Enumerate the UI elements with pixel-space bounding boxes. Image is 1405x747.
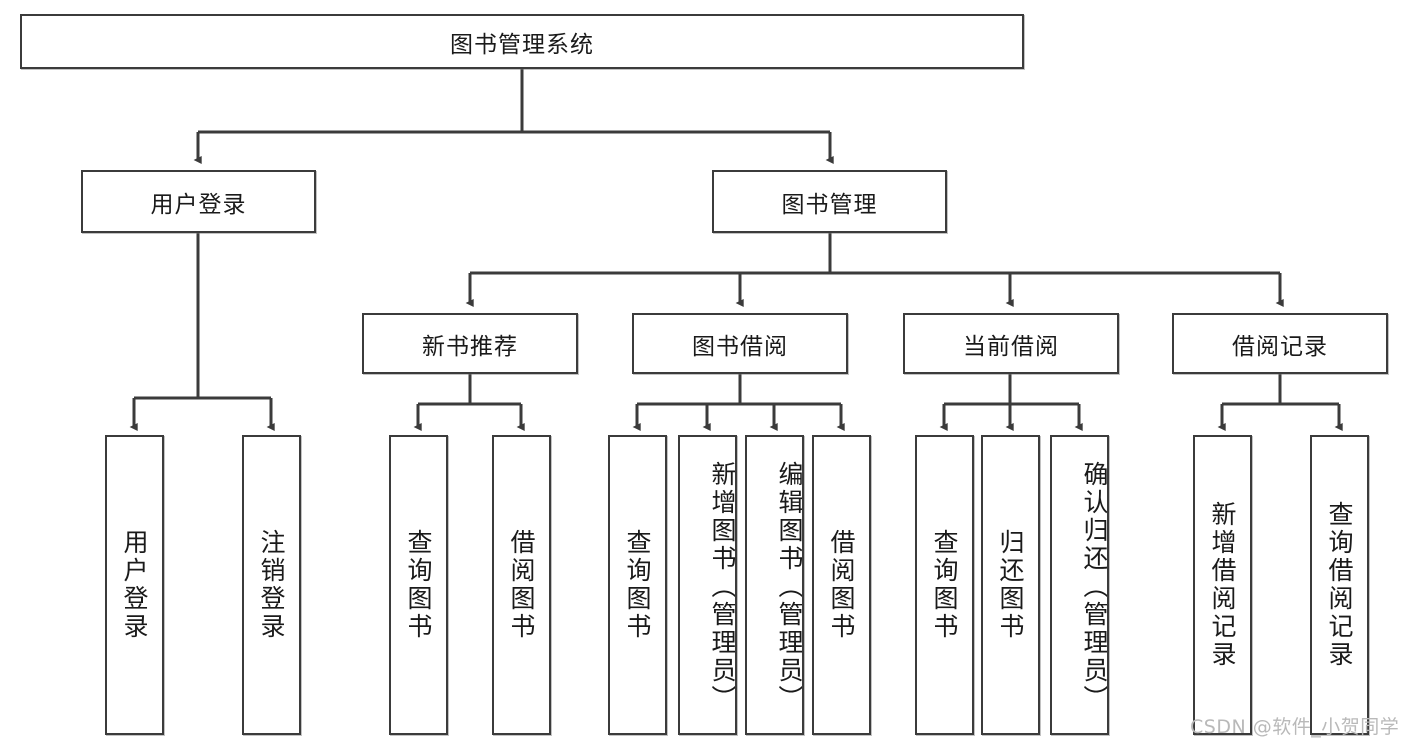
node-label: 新增借阅记录 bbox=[1208, 501, 1237, 669]
leaf-new-book-borrow[interactable]: 借阅图书 bbox=[492, 435, 551, 735]
leaf-book-borrow-edit[interactable]: 编辑图书（管理员） bbox=[745, 435, 804, 735]
node-book-management[interactable]: 图书管理 bbox=[712, 170, 947, 233]
node-label: 借阅图书 bbox=[507, 529, 536, 641]
node-label: 图书借阅 bbox=[692, 333, 788, 360]
leaf-current-borrow-query[interactable]: 查询图书 bbox=[915, 435, 974, 735]
node-current-borrow[interactable]: 当前借阅 bbox=[903, 313, 1119, 374]
leaf-user-login-logout[interactable]: 注销登录 bbox=[242, 435, 301, 735]
node-book-borrow[interactable]: 图书借阅 bbox=[632, 313, 848, 374]
leaf-new-book-query[interactable]: 查询图书 bbox=[389, 435, 448, 735]
node-label: 借阅图书 bbox=[827, 529, 856, 641]
leaf-borrow-record-add[interactable]: 新增借阅记录 bbox=[1193, 435, 1252, 735]
node-label: 查询图书 bbox=[930, 529, 959, 641]
leaf-book-borrow-add[interactable]: 新增图书（管理员） bbox=[678, 435, 737, 735]
node-label: 确认归还（管理员） bbox=[1080, 461, 1109, 713]
node-label: 编辑图书（管理员） bbox=[775, 461, 804, 713]
leaf-borrow-record-query[interactable]: 查询借阅记录 bbox=[1310, 435, 1369, 735]
node-label: 查询图书 bbox=[404, 529, 433, 641]
node-root-system[interactable]: 图书管理系统 bbox=[20, 14, 1024, 69]
node-label: 用户登录 bbox=[150, 191, 247, 218]
node-new-book-recommend[interactable]: 新书推荐 bbox=[362, 313, 578, 374]
leaf-current-borrow-return[interactable]: 归还图书 bbox=[981, 435, 1040, 735]
node-label: 用户登录 bbox=[120, 529, 149, 641]
node-label: 归还图书 bbox=[996, 529, 1025, 641]
node-label: 新增图书（管理员） bbox=[708, 461, 737, 713]
node-label: 新书推荐 bbox=[422, 333, 518, 360]
leaf-user-login-login[interactable]: 用户登录 bbox=[105, 435, 164, 735]
node-user-login[interactable]: 用户登录 bbox=[81, 170, 316, 233]
node-label: 查询借阅记录 bbox=[1325, 501, 1354, 669]
node-label: 注销登录 bbox=[257, 529, 286, 641]
leaf-book-borrow-lend[interactable]: 借阅图书 bbox=[812, 435, 871, 735]
leaf-current-borrow-confirm-return[interactable]: 确认归还（管理员） bbox=[1050, 435, 1109, 735]
node-label: 图书管理 bbox=[781, 191, 878, 218]
node-label: 借阅记录 bbox=[1232, 333, 1328, 360]
node-label: 图书管理系统 bbox=[450, 31, 594, 58]
leaf-book-borrow-query[interactable]: 查询图书 bbox=[608, 435, 667, 735]
node-borrow-record[interactable]: 借阅记录 bbox=[1172, 313, 1388, 374]
node-label: 当前借阅 bbox=[963, 333, 1059, 360]
watermark: CSDN @软件_小贺同学 bbox=[1190, 716, 1400, 738]
node-label: 查询图书 bbox=[623, 529, 652, 641]
